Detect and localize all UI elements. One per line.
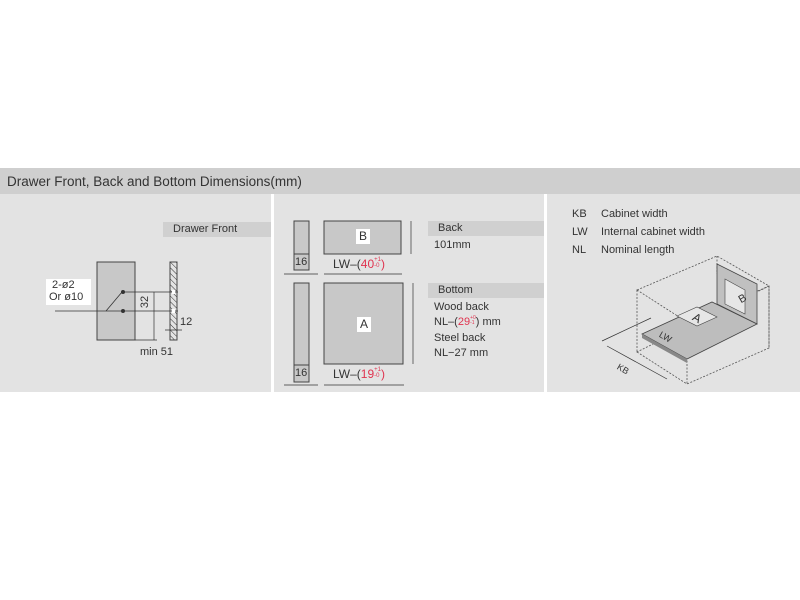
formula-value: 29 bbox=[457, 316, 471, 328]
legend-abbr: NL bbox=[572, 244, 587, 256]
bottom-thickness: 16 bbox=[295, 367, 308, 379]
steel-back-formula: NL−27 mm bbox=[434, 347, 489, 359]
tol-minus: -0 bbox=[374, 373, 380, 379]
drawer-front-section bbox=[169, 261, 178, 341]
bottom-width-formula: LW–(19+1-0) bbox=[333, 367, 385, 381]
drawer-front-diagram bbox=[55, 261, 182, 341]
steel-back-label: Steel back bbox=[434, 332, 486, 344]
drawer-front-panel: Drawer Front 2-ø2 Or ø10 32 12 min 51 bbox=[0, 194, 271, 392]
title-bar bbox=[0, 168, 800, 194]
legend-abbr: LW bbox=[572, 226, 588, 238]
legend-abbr: KB bbox=[572, 208, 587, 220]
tol-plus: +0 bbox=[470, 315, 476, 321]
back-width-formula: LW–(40+1-0) bbox=[333, 257, 385, 271]
hole-note: 2-ø2 Or ø10 bbox=[46, 279, 91, 305]
legend-desc: Nominal length bbox=[601, 244, 675, 256]
tol-plus: +1 bbox=[374, 367, 381, 373]
hole-note-line-2: Or ø10 bbox=[49, 291, 84, 303]
back-bottom-panel: B A 16 16 LW–(40+1-0) LW–(19+1-0) Back 1… bbox=[274, 194, 544, 392]
formula-prefix: LW–( bbox=[333, 257, 361, 271]
back-label: Back bbox=[428, 221, 544, 236]
page-title: Drawer Front, Back and Bottom Dimensions… bbox=[7, 174, 302, 189]
legend-panel: KB Cabinet width LW Internal cabinet wid… bbox=[547, 194, 800, 392]
legend-desc: Internal cabinet width bbox=[601, 226, 705, 238]
tol-minus: -0 bbox=[374, 263, 380, 269]
formula-suffix: ) mm bbox=[475, 316, 501, 328]
dim-min-51: min 51 bbox=[140, 346, 174, 358]
legend-desc: Cabinet width bbox=[601, 208, 668, 220]
drawer-front-face bbox=[96, 261, 136, 341]
wood-back-formula: NL–(29+0-1) mm bbox=[434, 315, 501, 329]
part-a-letter: A bbox=[357, 317, 371, 332]
dim-12: 12 bbox=[180, 316, 193, 328]
drawer-front-label: Drawer Front bbox=[163, 222, 271, 237]
hole-note-line-1: 2-ø2 bbox=[52, 279, 75, 291]
formula-value: 40 bbox=[360, 257, 375, 271]
tol-minus: -1 bbox=[470, 320, 475, 326]
formula-suffix: ) bbox=[380, 257, 385, 271]
back-thickness: 16 bbox=[295, 256, 308, 268]
wood-back-label: Wood back bbox=[434, 301, 489, 313]
formula-prefix: LW–( bbox=[333, 367, 361, 381]
dim-32: 32 bbox=[139, 295, 152, 309]
formula-prefix: NL–( bbox=[434, 316, 458, 328]
formula-suffix: ) bbox=[380, 367, 385, 381]
formula-value: 19 bbox=[360, 367, 375, 381]
bottom-label: Bottom bbox=[428, 283, 544, 298]
back-height: 101mm bbox=[434, 239, 471, 251]
part-b-letter: B bbox=[356, 229, 370, 244]
tol-plus: +1 bbox=[374, 257, 381, 263]
cabinet-isometric-diagram bbox=[601, 255, 770, 385]
